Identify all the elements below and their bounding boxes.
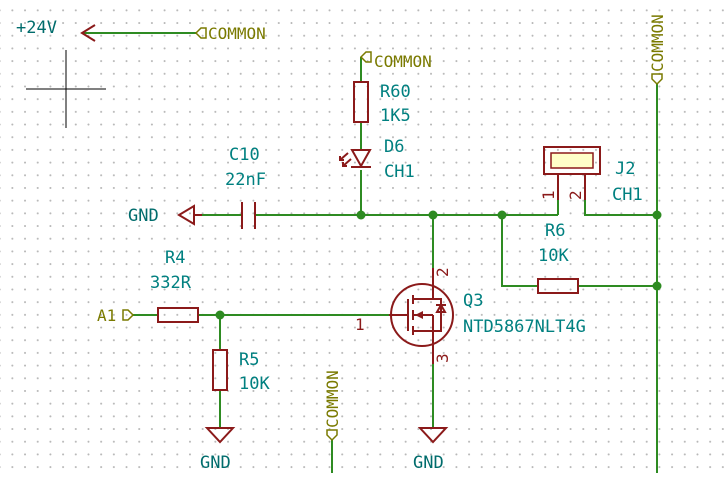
junctions (215, 210, 662, 320)
led-d6[interactable]: D6 CH1 (339, 137, 415, 182)
r6-value: 10K (538, 246, 569, 266)
resistor-r60[interactable]: R60 1K5 (353, 81, 411, 126)
c10-ref: C10 (229, 145, 260, 165)
global-label-common-top[interactable]: COMMON (194, 24, 266, 43)
arrow-left-icon (80, 24, 96, 42)
resistor-r6[interactable]: R6 10K (537, 221, 579, 294)
r5-ref: R5 (239, 350, 259, 370)
junction-dot (356, 210, 366, 220)
r6-ref: R6 (545, 221, 565, 241)
q3-ref: Q3 (463, 291, 483, 311)
r60-ref: R60 (380, 82, 411, 102)
a1-label-text: A1 (97, 306, 116, 325)
global-label-common-r60[interactable]: COMMON (359, 51, 432, 71)
junction-dot (428, 210, 438, 220)
global-label-text: COMMON (374, 52, 432, 71)
r5-value: 10K (239, 374, 270, 394)
resistor-r4[interactable]: R4 332R (150, 248, 199, 323)
d6-value: CH1 (384, 162, 415, 182)
j2-pin1-number: 1 (539, 190, 558, 200)
gnd-symbol-r5[interactable]: GND (200, 427, 236, 473)
power-24v-label: +24V (16, 18, 57, 38)
j2-ref: J2 (615, 159, 635, 179)
capacitor-c10[interactable]: C10 22nF (225, 145, 266, 229)
global-label-text: COMMON (208, 24, 266, 43)
global-label-text: COMMON (648, 14, 667, 72)
gnd-label: GND (200, 453, 231, 473)
q3-pin1-number: 1 (355, 315, 365, 334)
global-label-common-bottom[interactable]: COMMON (323, 370, 342, 442)
power-24v-symbol[interactable]: +24V (16, 18, 96, 42)
gnd-symbol-left[interactable]: GND (128, 204, 202, 226)
j2-pin2-number: 2 (566, 190, 585, 200)
mosfet-q3[interactable]: 1 2 3 Q3 NTD5867NLT4G (355, 267, 586, 364)
gnd-label: GND (413, 453, 444, 473)
global-label-common-rail[interactable]: COMMON (648, 14, 667, 86)
wires (84, 32, 658, 473)
junction-dot (652, 210, 662, 220)
junction-dot (652, 281, 662, 291)
j2-value: CH1 (612, 185, 643, 205)
wire-r6-left (501, 215, 538, 287)
r4-ref: R4 (165, 248, 185, 268)
r60-value: 1K5 (380, 106, 411, 126)
d6-ref: D6 (384, 137, 404, 157)
crosshair-cursor-icon (26, 50, 106, 128)
net-label-a1[interactable]: A1 (97, 306, 135, 325)
r4-value: 332R (150, 273, 192, 293)
gnd-label: GND (128, 206, 159, 226)
wire-j2-pin2 (584, 200, 657, 216)
resistor-r5[interactable]: R5 10K (212, 349, 270, 394)
q3-pin2-number: 2 (433, 267, 452, 277)
c10-value: 22nF (225, 170, 266, 190)
gnd-symbol-q3[interactable]: GND (413, 427, 449, 473)
q3-value: NTD5867NLT4G (463, 317, 586, 337)
junction-dot (215, 310, 225, 320)
q3-pin3-number: 3 (433, 353, 452, 363)
connector-j2[interactable]: 1 2 J2 CH1 (539, 146, 643, 205)
global-label-text: COMMON (323, 370, 342, 428)
junction-dot (497, 210, 507, 220)
